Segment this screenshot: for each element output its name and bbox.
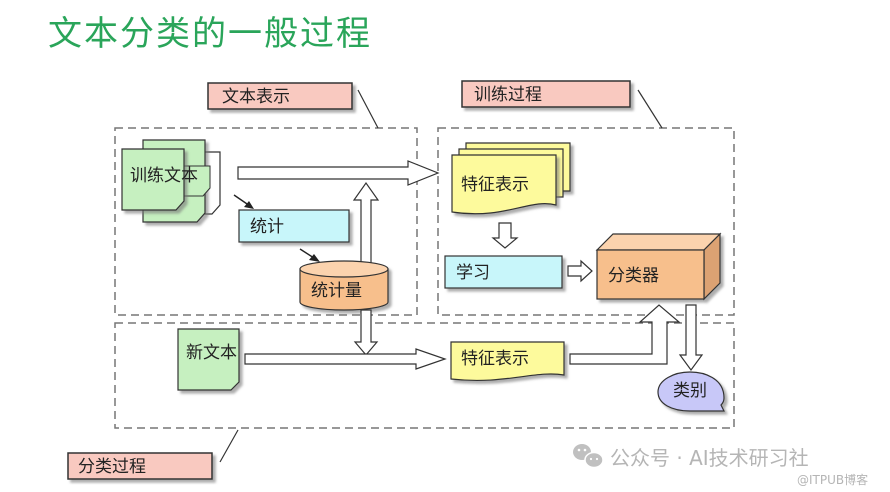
training-text-label: 训练文本 bbox=[130, 166, 198, 186]
feature-representation-train-stack: 特征表示 bbox=[451, 142, 571, 215]
learning-label: 学习 bbox=[456, 263, 490, 283]
statistic-values-label: 统计量 bbox=[311, 281, 362, 301]
arrow-newtext-to-feature bbox=[244, 348, 447, 370]
new-text-document: 新文本 bbox=[177, 328, 240, 391]
region-classification-box bbox=[114, 322, 735, 429]
watermark-source: @ITPUB博客 bbox=[797, 472, 868, 487]
arrow-feature-to-classifier bbox=[569, 304, 681, 365]
training-text-document-stack: 训练文本 bbox=[121, 139, 221, 223]
region-text-representation-box bbox=[114, 127, 418, 316]
region-label-text: 训练过程 bbox=[474, 85, 542, 105]
region-training-box bbox=[437, 127, 735, 316]
statistics-node: 统计 bbox=[238, 209, 350, 243]
classifier-label: 分类器 bbox=[608, 266, 659, 286]
feature-new-label: 特征表示 bbox=[461, 349, 529, 369]
category-node: 类别 bbox=[657, 371, 725, 412]
classifier-node bbox=[595, 232, 722, 301]
arrow-training-to-statistics bbox=[233, 194, 254, 209]
arrow-values-down bbox=[353, 309, 379, 356]
region-label-training: 训练过程 bbox=[461, 80, 663, 129]
region-label-classification: 分类过程 bbox=[67, 429, 239, 480]
learning-node: 学习 bbox=[444, 255, 563, 289]
arrow-learning-to-classifier bbox=[567, 259, 593, 283]
arrow-statistics-to-values bbox=[299, 248, 320, 262]
category-label: 类别 bbox=[673, 381, 707, 401]
feature-representation-new: 特征表示 bbox=[450, 341, 565, 382]
statistics-label: 统计 bbox=[250, 217, 284, 237]
watermark-account: 公众号 · AI技术研习社 bbox=[610, 446, 809, 470]
arrow-classifier-to-category bbox=[678, 304, 704, 372]
arrow-values-up bbox=[352, 181, 380, 267]
region-label-text: 分类过程 bbox=[78, 457, 146, 477]
page-title: 文本分类的一般过程 bbox=[48, 14, 372, 54]
wechat-icon bbox=[573, 444, 604, 469]
region-label-text: 文本表示 bbox=[222, 87, 290, 107]
arrow-training-to-feature bbox=[237, 160, 440, 186]
new-text-label: 新文本 bbox=[186, 343, 237, 363]
statistic-values-database bbox=[299, 260, 389, 311]
region-label-text-representation: 文本表示 bbox=[207, 82, 379, 129]
feature-train-label: 特征表示 bbox=[461, 175, 529, 195]
arrow-feature-to-learning bbox=[491, 222, 519, 249]
